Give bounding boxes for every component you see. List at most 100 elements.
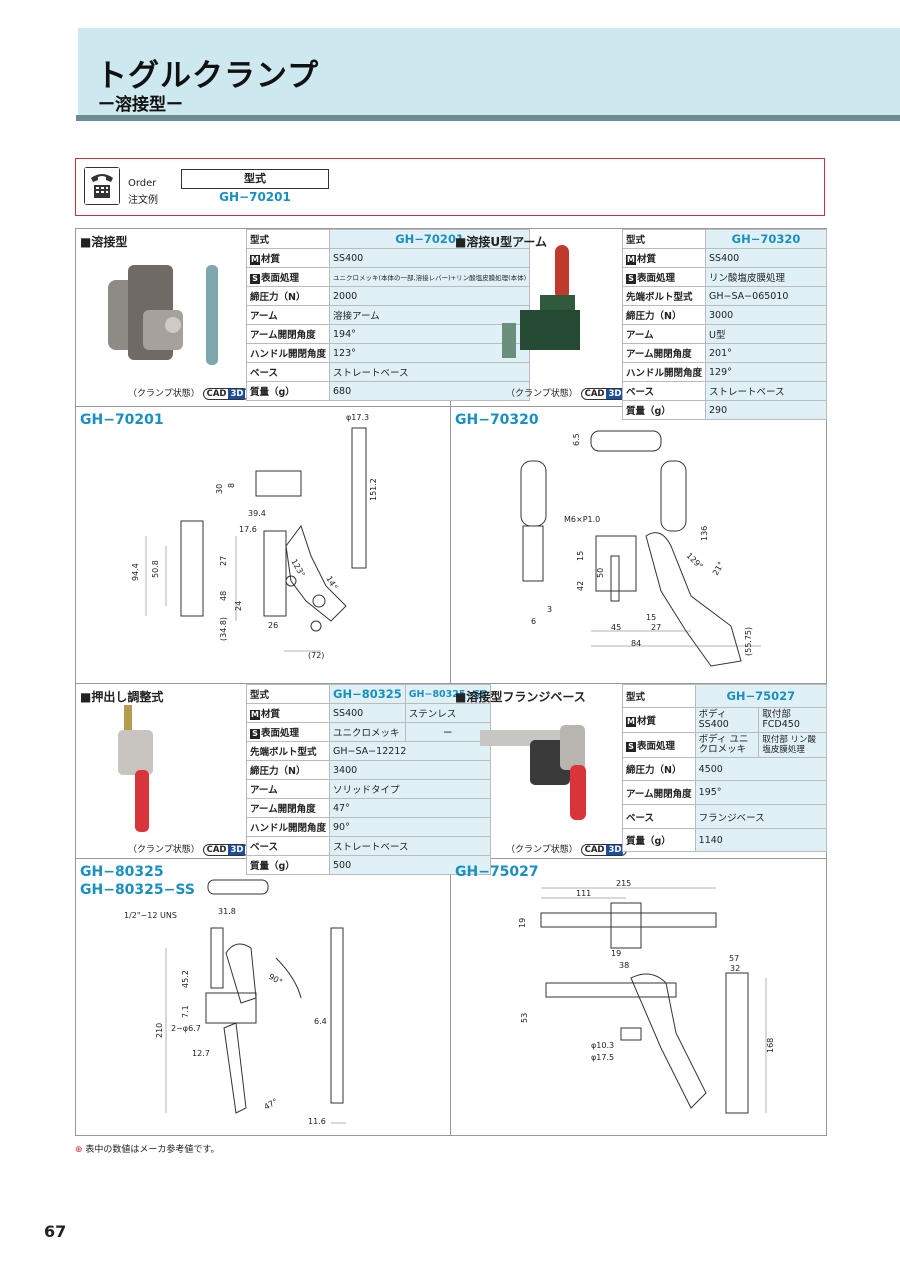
svg-text:50: 50: [596, 568, 605, 578]
header-band: [78, 28, 900, 120]
svg-text:19: 19: [518, 918, 527, 928]
svg-text:47°: 47°: [263, 1097, 280, 1112]
order-col-header: 型式: [181, 169, 329, 189]
order-example-box: Order 注文例 型式 GH−70201: [75, 158, 825, 216]
header-edge: [72, 28, 76, 120]
svg-text:21°: 21°: [711, 560, 726, 577]
svg-text:14°: 14°: [324, 575, 339, 592]
product-photo-1: [108, 265, 218, 365]
grid-divider-2: [75, 683, 827, 684]
svg-text:6.5: 6.5: [572, 433, 581, 446]
grid-divider-vertical: [450, 228, 451, 1136]
order-example-code: GH−70201: [219, 190, 291, 204]
svg-text:2−φ6.7: 2−φ6.7: [171, 1024, 201, 1033]
svg-text:6: 6: [531, 617, 536, 626]
svg-text:123°: 123°: [289, 558, 306, 579]
svg-text:7.1: 7.1: [181, 1005, 190, 1018]
svg-text:215: 215: [616, 879, 631, 888]
panel-title-3: ■押出し調整式: [80, 690, 164, 704]
phone-order-icon: [84, 167, 120, 205]
svg-text:48: 48: [219, 591, 228, 601]
drawing-title-4: GH−75027: [455, 864, 539, 880]
svg-text:129°: 129°: [685, 551, 705, 571]
svg-text:(72): (72): [308, 651, 324, 660]
drawing-4: 215 111 19 19 38 57 32 53 φ10.3 φ17.5 16…: [518, 879, 775, 1114]
svg-text:136: 136: [700, 526, 709, 541]
page-number: 67: [44, 1222, 67, 1241]
svg-text:45: 45: [611, 623, 621, 632]
svg-text:(55.75): (55.75): [744, 627, 753, 656]
svg-text:38: 38: [619, 961, 629, 970]
order-label-en: Order: [128, 178, 157, 189]
drawing-1: φ17.3 151.2 30 8 39.4 17.6 123° 14° 94.4…: [131, 413, 378, 660]
svg-text:8: 8: [227, 483, 236, 488]
panel-title-4: ■溶接型フランジベース: [455, 690, 586, 704]
svg-text:17.6: 17.6: [239, 525, 257, 534]
product-photo-2: [502, 245, 580, 358]
svg-text:31.8: 31.8: [218, 907, 236, 916]
svg-text:(34.8): (34.8): [219, 617, 228, 641]
svg-text:111: 111: [576, 889, 591, 898]
drawing-title-3-ss: GH−80325−SS: [80, 882, 195, 898]
svg-text:30: 30: [215, 484, 224, 494]
svg-text:39.4: 39.4: [248, 509, 266, 518]
svg-text:27: 27: [219, 556, 228, 566]
drawing-3: 1/2"−12 UNS 31.8 45.2 90° 7.1 210 2−φ6.7…: [124, 879, 346, 1126]
panel-title-1: ■溶接型: [80, 235, 128, 249]
order-label-jp: 注文例: [128, 195, 158, 206]
page-subtitle: ー溶接型ー: [98, 95, 183, 115]
svg-text:12.7: 12.7: [192, 1049, 210, 1058]
svg-text:53: 53: [520, 1013, 529, 1023]
svg-text:11.6: 11.6: [308, 1117, 326, 1126]
drawing-2: 6.5 M6×P1.0 136 129° 21° 15 50 42 6 3 15…: [520, 430, 761, 667]
svg-text:3: 3: [547, 605, 552, 614]
grid-divider-1: [75, 406, 827, 407]
model-code-2: GH−70320: [705, 229, 827, 249]
svg-text:φ17.5: φ17.5: [591, 1053, 614, 1062]
svg-text:42: 42: [576, 581, 585, 591]
svg-text:32: 32: [730, 964, 740, 973]
svg-text:24: 24: [234, 601, 243, 611]
product-grid: [75, 228, 827, 1136]
svg-text:151.2: 151.2: [369, 478, 378, 501]
svg-text:84: 84: [631, 639, 641, 648]
svg-text:φ17.3: φ17.3: [346, 413, 369, 422]
svg-text:45.2: 45.2: [181, 970, 190, 988]
svg-text:φ10.3: φ10.3: [591, 1041, 614, 1050]
header-underline: [76, 115, 900, 121]
svg-text:57: 57: [729, 954, 739, 963]
panel-title-2: ■溶接U型アーム: [455, 235, 548, 249]
product-photo-3: [118, 705, 153, 832]
footnote: ⊕ 表中の数値はメーカ参考値です。: [75, 1145, 220, 1155]
svg-text:1/2"−12 UNS: 1/2"−12 UNS: [124, 911, 177, 920]
drawing-title-3: GH−80325: [80, 864, 164, 880]
svg-text:6.4: 6.4: [314, 1017, 327, 1026]
svg-text:26: 26: [268, 621, 278, 630]
drawing-title-1: GH−70201: [80, 412, 164, 428]
svg-text:19: 19: [611, 949, 621, 958]
model-code-3: GH−80325: [329, 684, 406, 704]
note-icon: ⊕: [75, 1145, 83, 1155]
svg-text:50.8: 50.8: [151, 560, 160, 578]
page-title: トグルクランプ: [96, 58, 320, 94]
svg-text:15: 15: [576, 551, 585, 561]
model-code-4: GH−75027: [694, 684, 828, 708]
product-photo-4: [480, 725, 586, 820]
svg-text:168: 168: [766, 1038, 775, 1053]
svg-text:210: 210: [155, 1023, 164, 1038]
svg-text:M6×P1.0: M6×P1.0: [564, 515, 600, 524]
svg-text:27: 27: [651, 623, 661, 632]
svg-text:15: 15: [646, 613, 656, 622]
model-code-1: GH−70201: [329, 229, 531, 249]
